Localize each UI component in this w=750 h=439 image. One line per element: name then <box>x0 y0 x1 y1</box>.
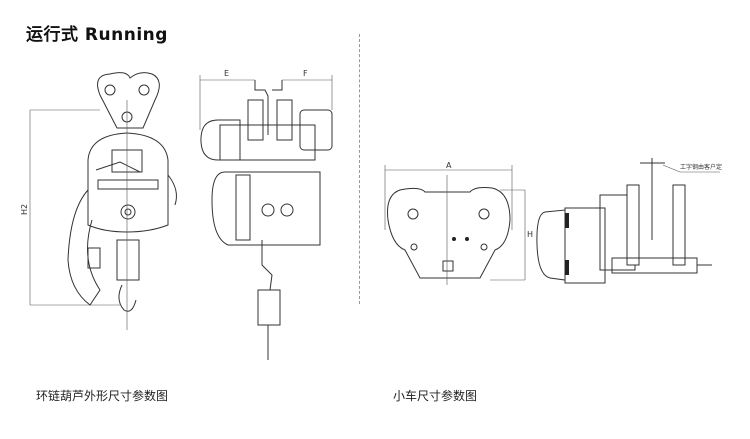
section-divider <box>359 34 360 304</box>
dim-f-label: F <box>303 69 308 78</box>
trolley-side-view: 工字钢由客户定 <box>536 158 722 284</box>
trolley-front-view: A H <box>384 161 533 285</box>
section-title: 运行式 Running <box>26 25 168 45</box>
dim-e-label: E <box>224 69 229 78</box>
hoist-side-view: E F <box>199 69 333 360</box>
i-beam-annotation: 工字钢由客户定 <box>680 163 722 171</box>
hoist-front-view: H2 <box>20 72 177 330</box>
hoist-caption: 环链葫芦外形尺寸参数图 <box>36 389 169 403</box>
dim-h2-label: H2 <box>20 204 29 215</box>
trolley-caption: 小车尺寸参数图 <box>393 389 478 403</box>
dim-h-label: H <box>527 230 533 239</box>
dim-a-label: A <box>446 161 452 170</box>
